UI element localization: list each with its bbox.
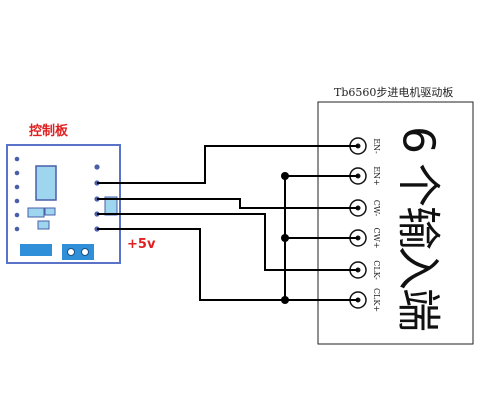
terminal-screw (81, 248, 89, 256)
pin-label: CW+ (372, 227, 381, 248)
wire-common (97, 228, 358, 301)
big-text-char: 6 (393, 126, 444, 154)
control-board: 控制板 +5v (6, 123, 156, 264)
hole (14, 212, 20, 218)
hole (14, 170, 20, 176)
power-label: +5v (127, 237, 156, 252)
big-text-char: 端 (393, 288, 444, 332)
wire-cw-minus (97, 198, 358, 209)
junction-dot (281, 172, 289, 180)
junction-dot (281, 234, 289, 242)
terminal-screw (67, 248, 75, 256)
wires (97, 145, 358, 301)
driver-board-outline (317, 101, 474, 345)
big-text-char: 输 (393, 206, 444, 250)
power-terminal (62, 244, 94, 260)
big-text-char: 入 (393, 246, 444, 290)
hole (14, 184, 20, 190)
bottom-connector (20, 244, 52, 256)
driver-board-title: Tb6560步进电机驱动板 (334, 85, 453, 99)
hole (14, 226, 20, 232)
pin-label: CLK- (372, 260, 381, 280)
wire-en-minus (97, 145, 358, 184)
header-pin (94, 164, 100, 170)
wire-clk-minus (97, 213, 358, 271)
component (44, 207, 56, 216)
control-board-outline (6, 144, 121, 264)
big-text-char: 个 (393, 163, 444, 207)
pin-label: CW- (372, 200, 381, 217)
junction-dots (281, 172, 289, 304)
hole (14, 156, 20, 162)
hole (14, 198, 20, 204)
main-chip (35, 165, 57, 201)
pin-label: CLK+ (372, 288, 381, 312)
component (37, 220, 50, 230)
junction-dot (281, 296, 289, 304)
pin-label: EN- (372, 138, 381, 154)
control-board-title: 控制板 (29, 123, 69, 139)
component (27, 207, 45, 218)
left-mounting-holes (14, 156, 20, 232)
pin-label: EN+ (372, 166, 381, 186)
input-pin: EN+ (349, 166, 381, 186)
